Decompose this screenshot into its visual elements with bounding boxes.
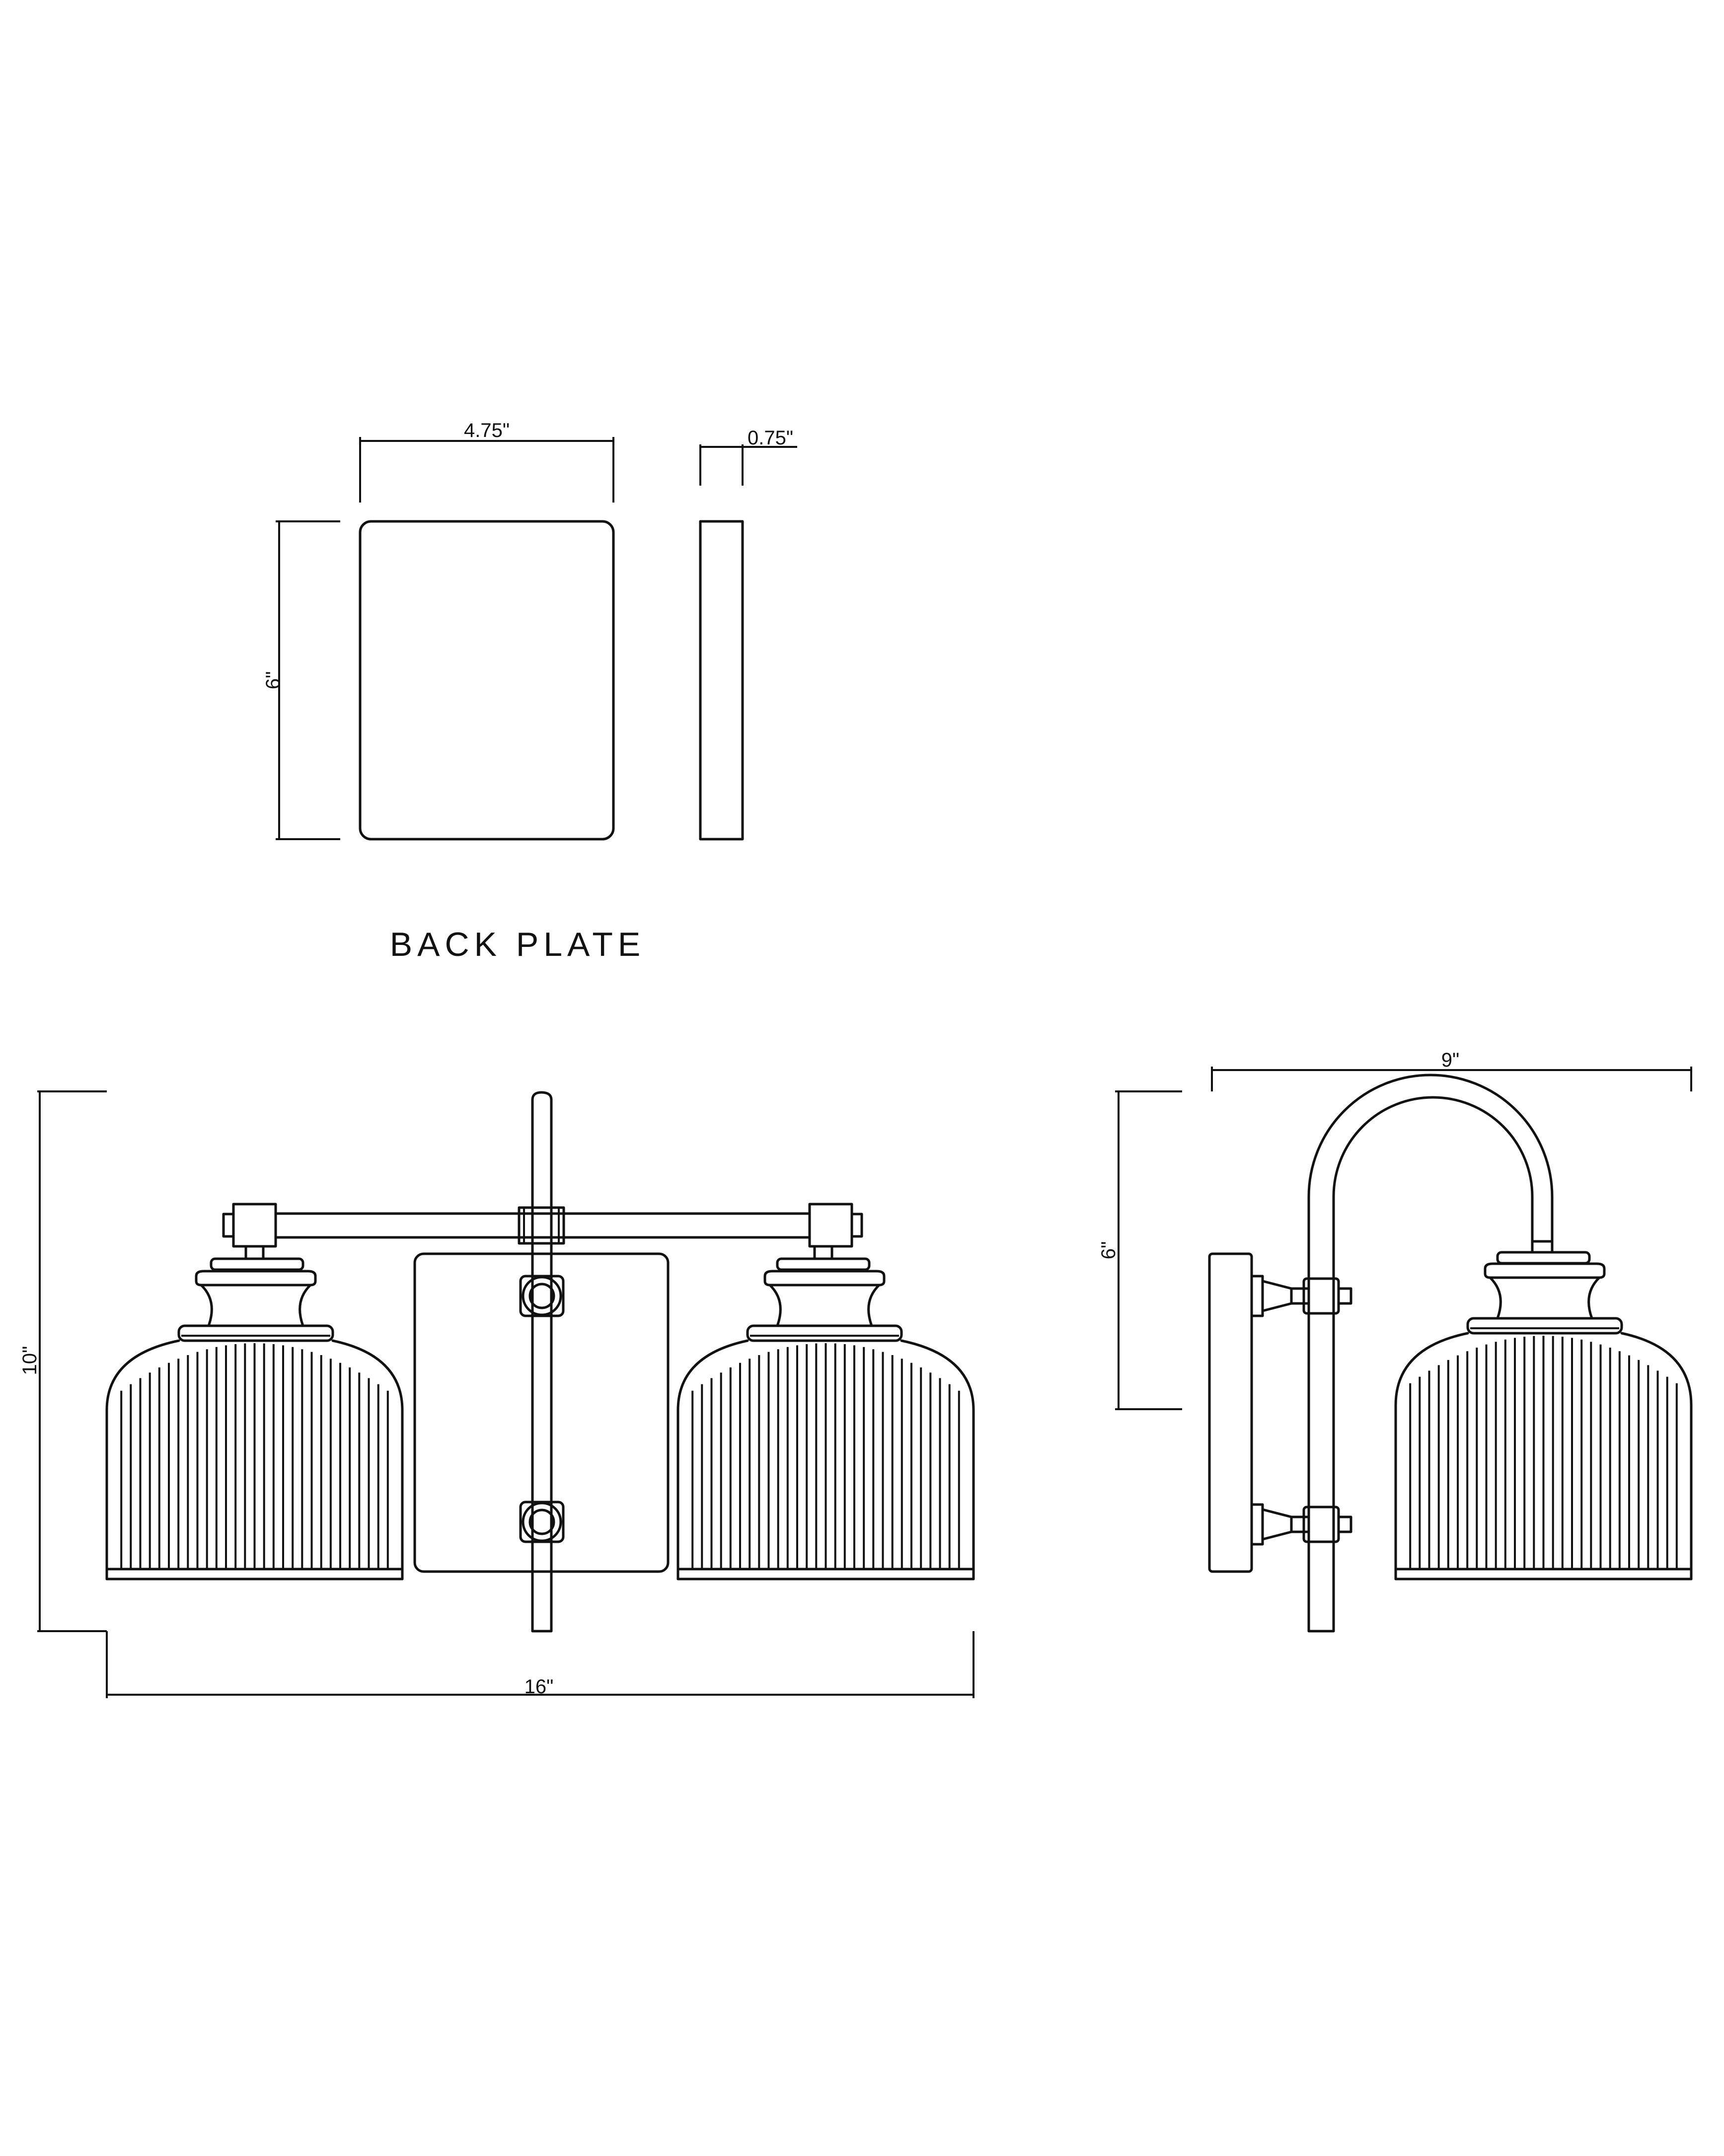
front-height-dimension: 10" [19,1090,107,1632]
back-plate-depth-dimension: 0.75" [699,427,797,486]
left-glass-ribs [120,1343,389,1569]
front-height-label: 10" [19,1346,41,1375]
side-lower-connector [1250,1503,1352,1546]
side-depth-label: 9" [1441,1049,1459,1071]
side-lamp [1394,1240,1693,1581]
back-plate-front-outline [359,520,615,841]
side-arm-height-label: 6" [1098,1241,1120,1259]
side-curved-arm [1307,1074,1554,1633]
left-lamp [105,1245,404,1581]
right-lamp [676,1245,975,1581]
back-plate-side-outline [699,520,744,841]
back-plate-width-label: 4.75" [464,420,510,441]
front-view: 10" 16" [19,1090,975,1698]
left-end-block [232,1203,277,1248]
right-end-block [808,1203,853,1248]
upper-mount-knob [519,1275,565,1317]
front-back-plate-outline [413,1252,670,1573]
back-plate-depth-label: 0.75" [748,427,793,449]
side-upper-connector [1250,1275,1352,1317]
front-width-label: 16" [525,1676,554,1698]
back-plate-height-label: 6" [262,671,284,689]
side-wall-plate [1208,1252,1253,1573]
side-view: 9" 6" [1098,1049,1693,1633]
front-width-dimension: 16" [106,1631,974,1698]
back-plate-section: 4.75" 0.75" 6" BACK PLATE [262,420,797,963]
side-glass-ribs [1409,1336,1678,1569]
right-glass-ribs [691,1343,960,1569]
horizontal-arm-bar [274,1212,811,1239]
center-collar [518,1206,565,1245]
side-arm-height-dimension: 6" [1098,1090,1182,1410]
center-rod [531,1091,553,1633]
back-plate-height-dimension: 6" [262,520,340,840]
back-plate-width-dimension: 4.75" [359,420,614,503]
back-plate-title: BACK PLATE [390,926,645,963]
side-depth-dimension: 9" [1211,1049,1692,1091]
lower-mount-knob [519,1501,565,1543]
